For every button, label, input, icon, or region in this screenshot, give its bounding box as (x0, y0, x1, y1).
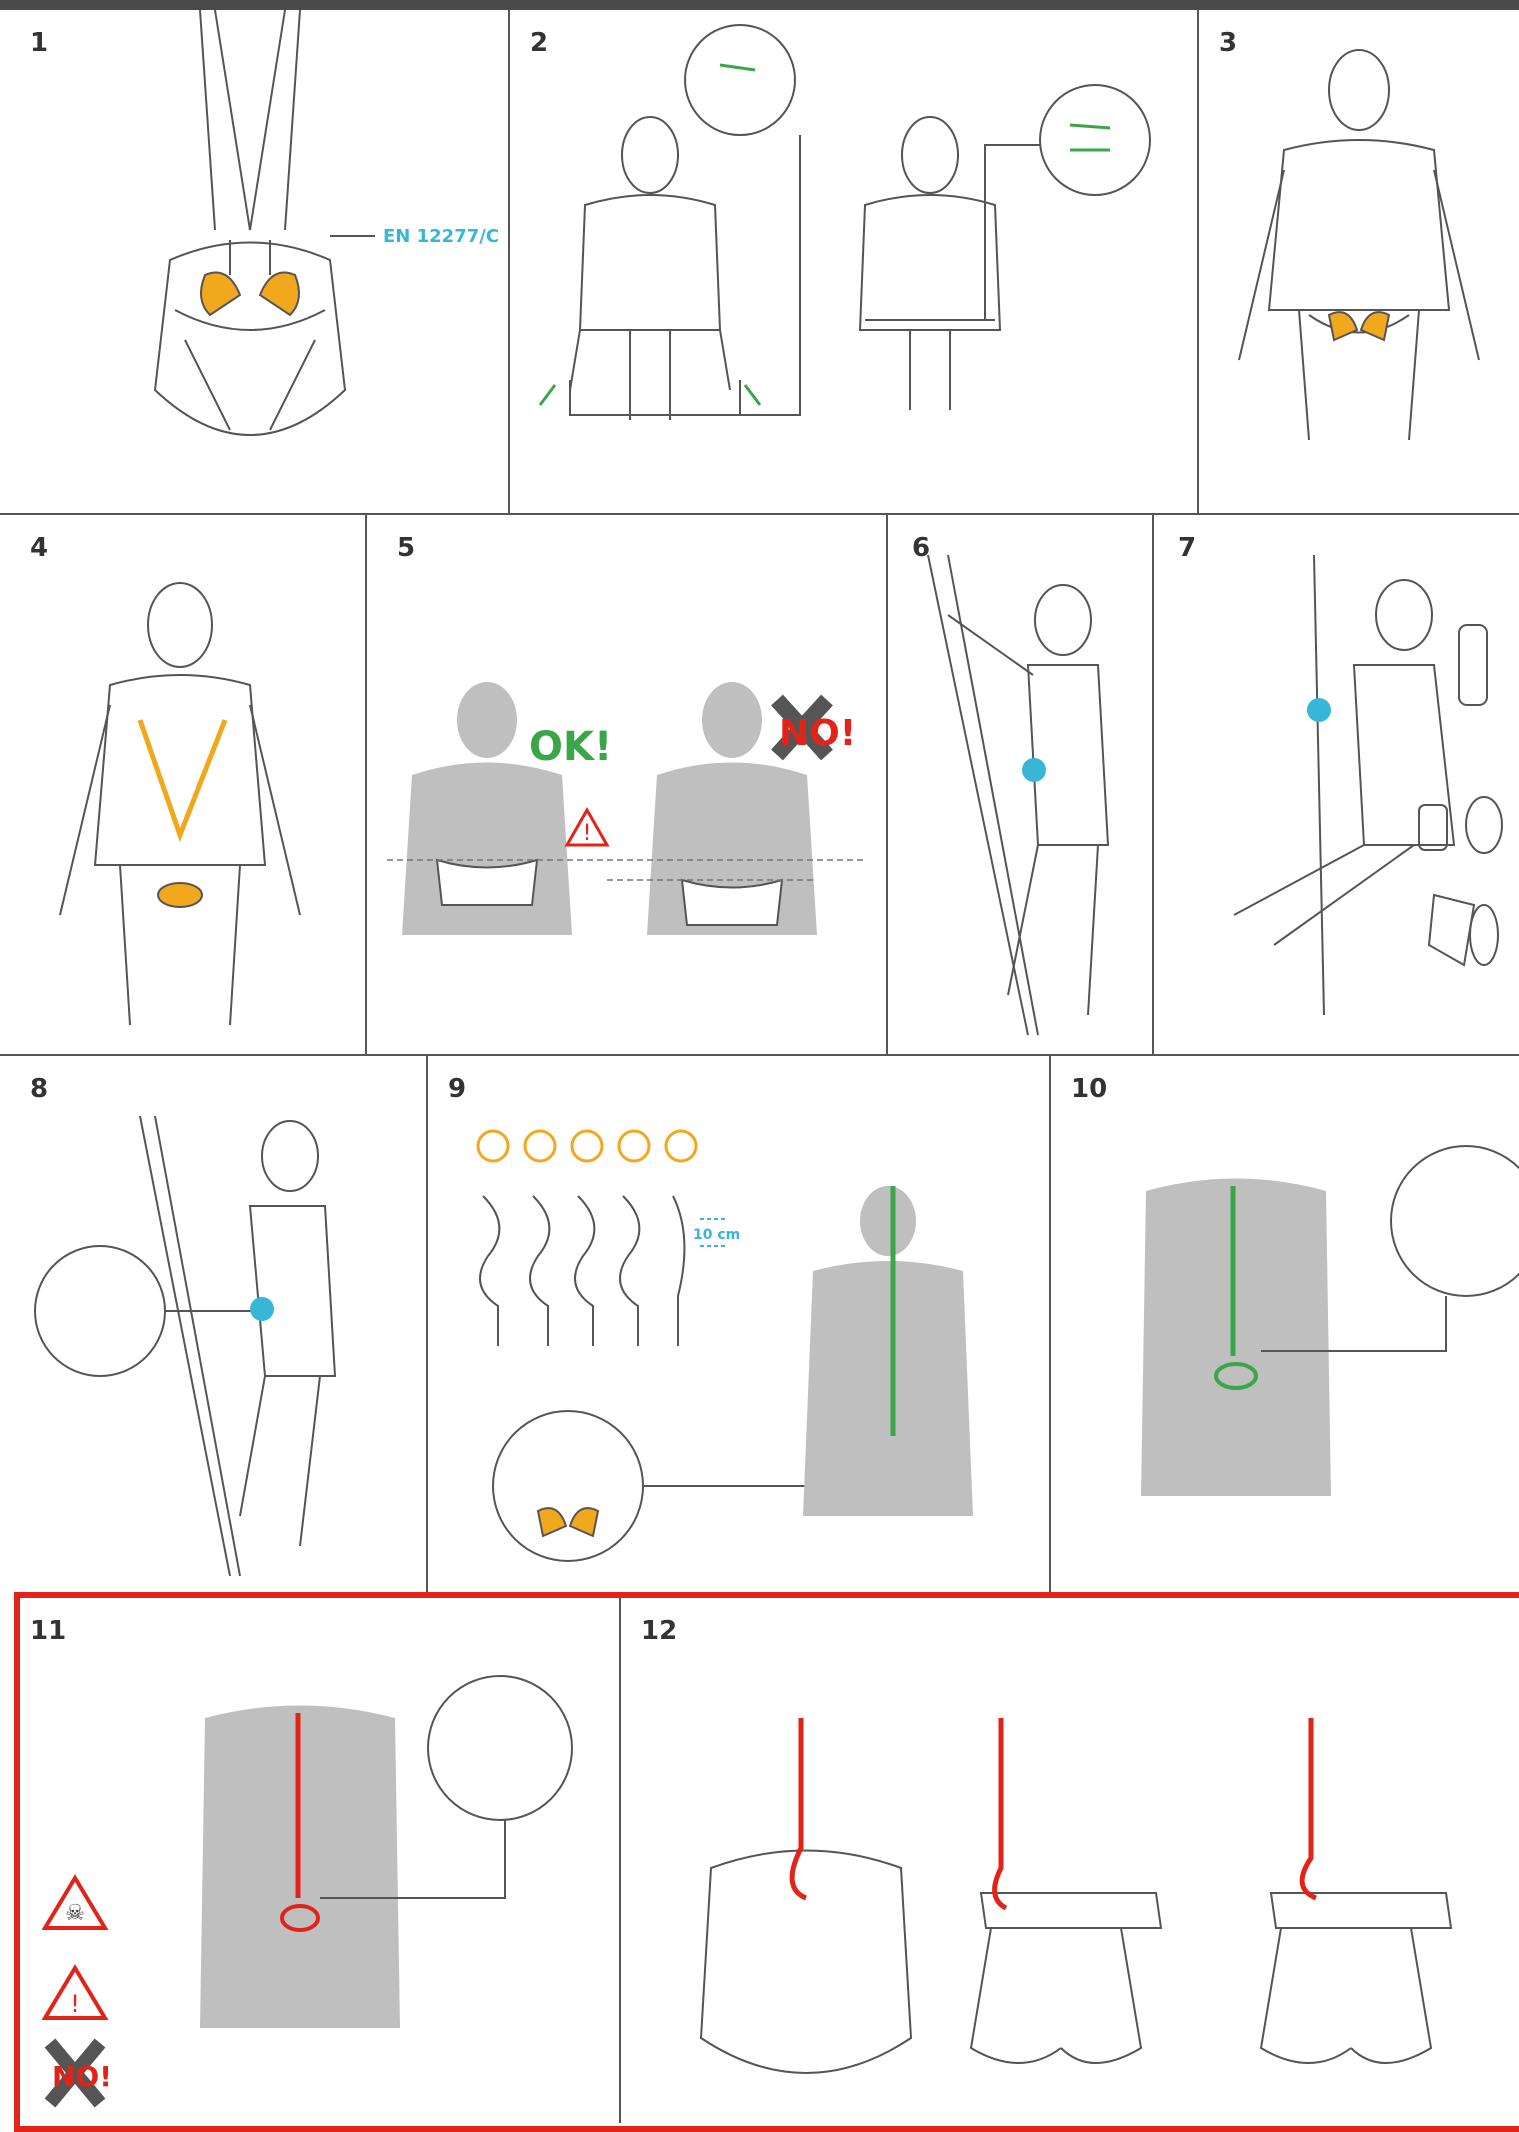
panel-9: 9 10 cm (428, 1056, 1049, 1596)
panel-8: 8 (0, 1056, 426, 1596)
distance-label: 10 cm (693, 1227, 740, 1243)
panel-1: 1 EN 12277/C (0, 10, 508, 515)
descender-illustration (1154, 515, 1519, 1055)
top-bar (0, 0, 1519, 10)
svg-text:NO!: NO! (779, 713, 856, 754)
panel-10: 10 (1051, 1056, 1519, 1596)
ok-label: OK! (529, 724, 612, 770)
svg-text:!: ! (70, 1990, 80, 2018)
danger-icon: ☠ (45, 1878, 105, 1928)
panel-3: 3 (1199, 10, 1519, 515)
panel-11: 11 ☠ ! NO! (20, 1598, 619, 2123)
panel-5: 5 ! OK! NO! (367, 515, 886, 1055)
panel-12: 12 (621, 1598, 1519, 2123)
panel-4: 4 (0, 515, 365, 1055)
no-mark: NO! (50, 2043, 112, 2103)
person-illustration (1199, 10, 1519, 515)
svg-text:!: ! (583, 821, 592, 846)
chest-harness-illustration (0, 515, 365, 1055)
fit-check-illustration: ! OK! NO! (367, 515, 886, 1055)
svg-text:NO!: NO! (52, 2060, 112, 2093)
warning-icon: ! (45, 1968, 105, 2018)
panel-6: 6 (888, 515, 1152, 1055)
fitting-illustration (510, 10, 1197, 515)
no-mark: NO! (777, 700, 856, 755)
attachment-illustration (0, 1056, 426, 1596)
standard-label: EN 12277/C (383, 226, 499, 247)
danger-illustration: ☠ ! NO! (20, 1598, 619, 2123)
knot-illustration: 10 cm (428, 1056, 1049, 1596)
harness-illustration: EN 12277/C (0, 10, 508, 515)
panel-2: 2 (510, 10, 1197, 515)
panel-7: 7 (1154, 515, 1519, 1055)
tie-in-examples-illustration (621, 1598, 1519, 2123)
tie-in-illustration (1051, 1056, 1519, 1596)
climber-illustration (888, 515, 1152, 1055)
svg-text:☠: ☠ (65, 1901, 85, 1926)
